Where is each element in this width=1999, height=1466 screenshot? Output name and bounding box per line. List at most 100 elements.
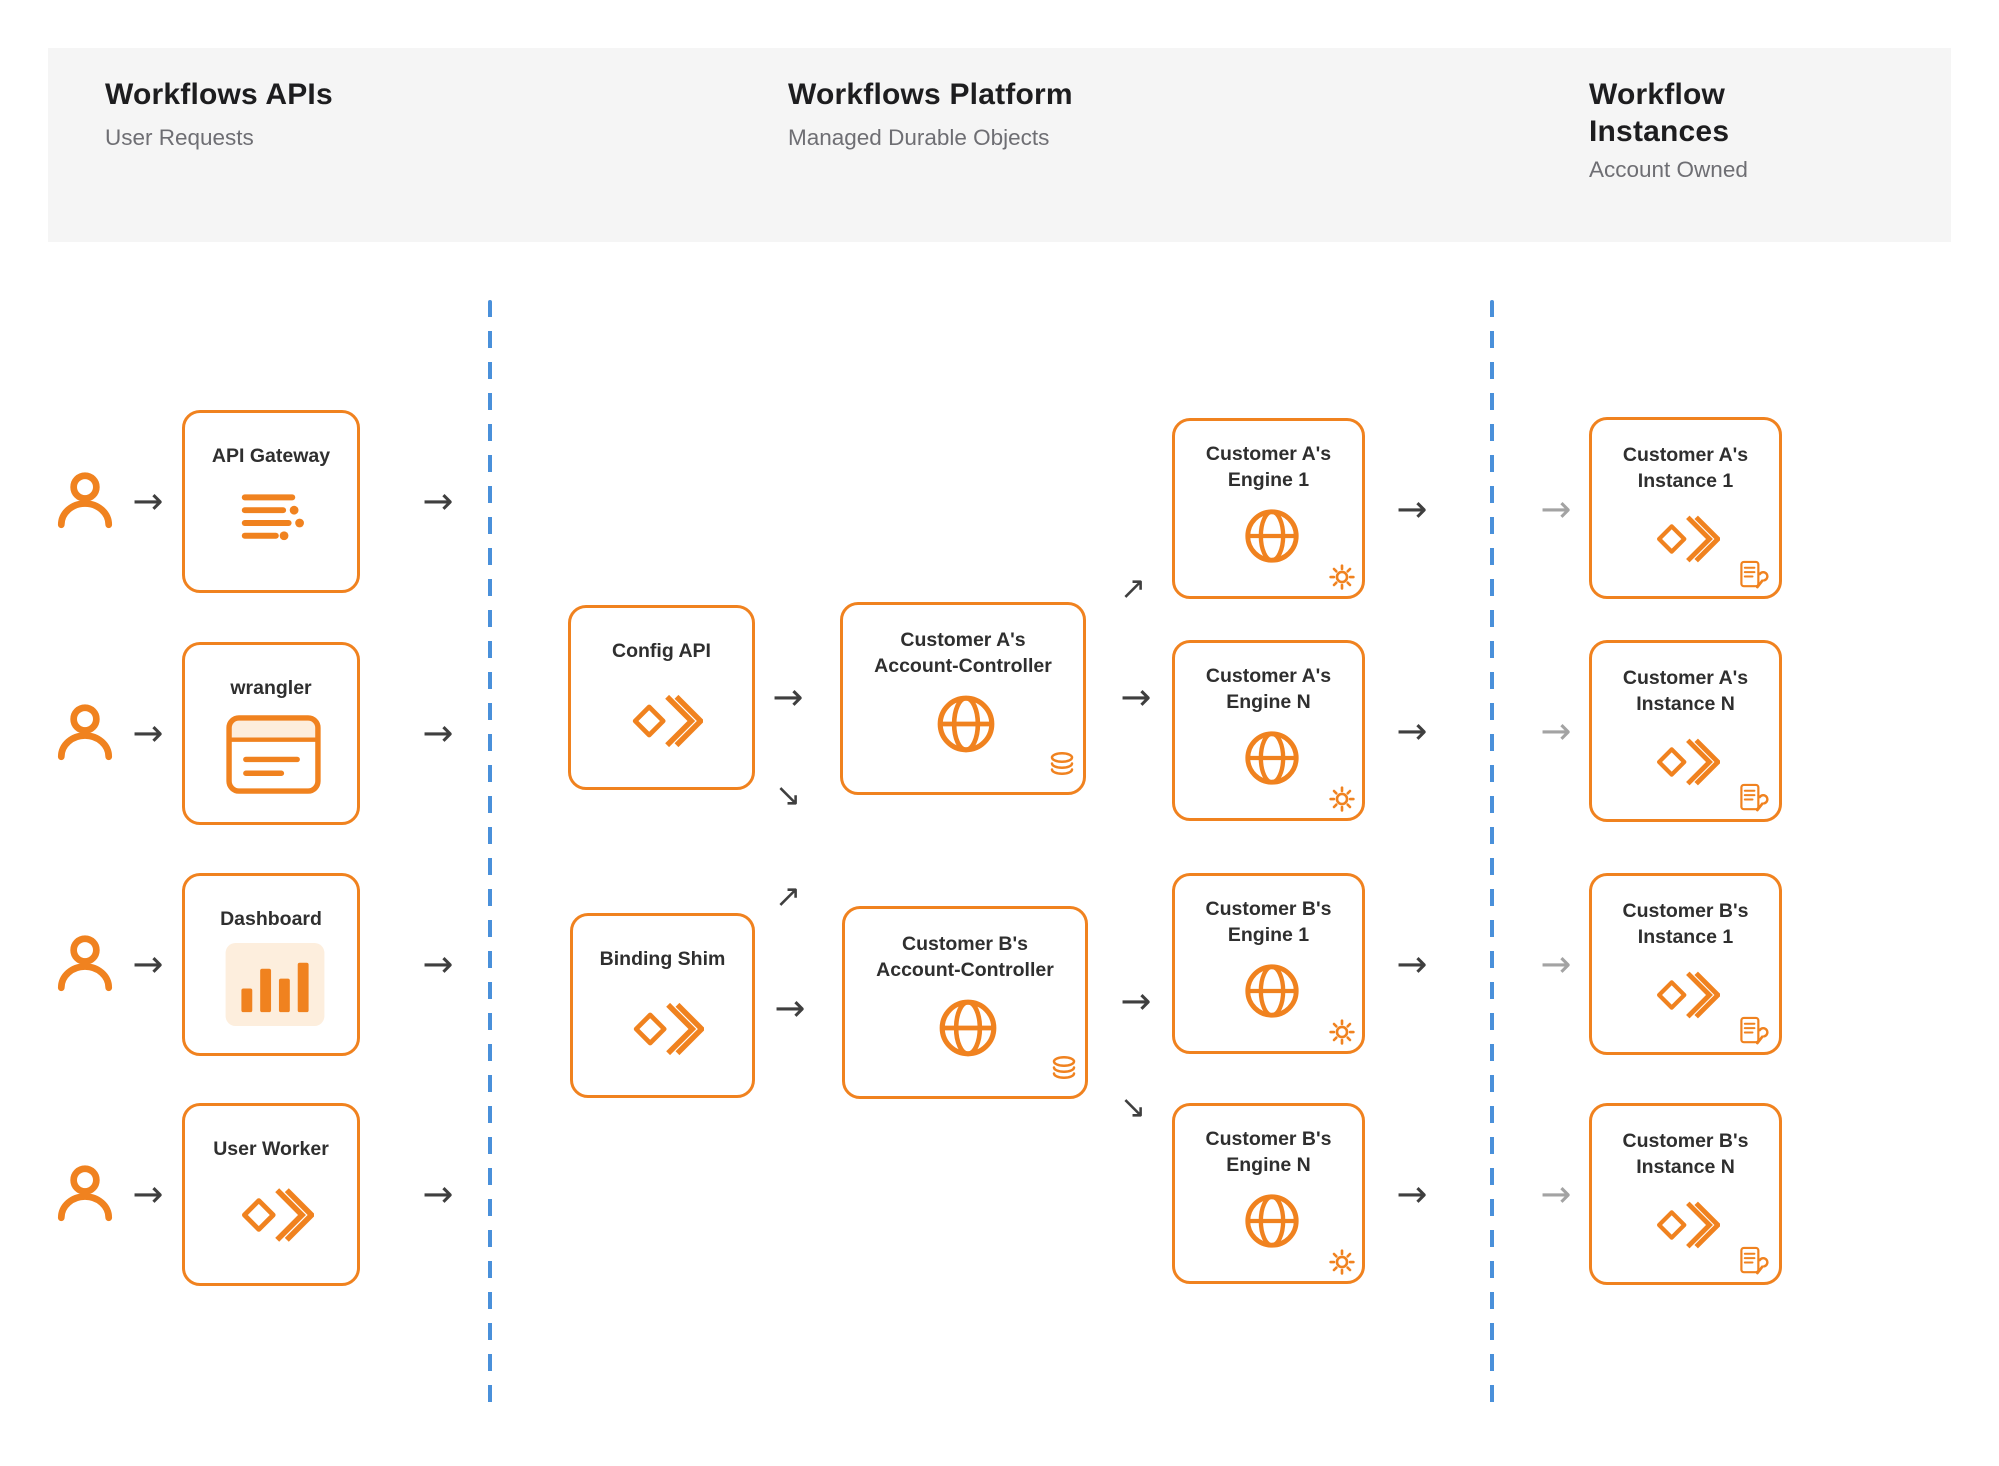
user-worker-box: User Worker — [182, 1103, 360, 1286]
user-icon — [52, 1160, 118, 1228]
doc-wrench-icon — [1738, 560, 1769, 591]
arrow-right-icon: → — [774, 986, 806, 1030]
customer-b-account-controller-box: Customer B's Account-Controller — [842, 906, 1088, 1099]
arrow-right-icon: → — [422, 711, 454, 755]
arrow-down-right-icon: ↘ — [775, 777, 801, 814]
arrow-right-icon: → — [132, 479, 164, 523]
label-line-2: Engine N — [1226, 1154, 1311, 1176]
label-line-2: Instance N — [1636, 1156, 1735, 1178]
user-icon — [52, 699, 118, 767]
user-icon — [52, 467, 118, 535]
label-line-1: Customer A's — [1205, 665, 1332, 687]
gear-icon — [1328, 1248, 1356, 1276]
workers-logo-icon — [1650, 960, 1720, 1030]
arrow-right-gray-icon: → — [1540, 709, 1572, 753]
label-line-1: Customer A's — [900, 629, 1026, 651]
arrow-right-icon: → — [132, 1172, 164, 1216]
column-divider-right — [1490, 300, 1494, 1406]
column-title: Workflows APIs — [105, 78, 333, 111]
node-label: User Worker — [213, 1138, 329, 1160]
node-label: API Gateway — [211, 445, 331, 467]
header-column-workflow-instances: Workflow Instances Account Owned — [1589, 76, 1804, 183]
arrow-right-icon: → — [422, 479, 454, 523]
header-column-workflows-platform: Workflows Platform Managed Durable Objec… — [788, 76, 1073, 151]
label-line-2: Instance 1 — [1637, 926, 1734, 948]
arrow-right-icon: → — [422, 1172, 454, 1216]
customer-b-engine-n-box: Customer B's Engine N — [1172, 1103, 1365, 1284]
label-line-1: Customer B's — [1205, 1128, 1332, 1150]
user-icon — [52, 930, 118, 998]
binding-shim-box: Binding Shim — [570, 913, 755, 1098]
wrangler-box: wrangler — [182, 642, 360, 825]
label-line-2: Account-Controller — [876, 959, 1054, 981]
node-label: Customer A's Instance N — [1592, 665, 1779, 717]
globe-icon — [935, 995, 1001, 1061]
arrow-right-gray-icon: → — [1540, 487, 1572, 531]
doc-wrench-icon — [1738, 1246, 1769, 1277]
node-label: Dashboard — [220, 908, 322, 930]
arrow-up-right-icon: ↗ — [775, 878, 801, 915]
globe-icon — [1241, 1190, 1303, 1252]
column-title: Workflows Platform — [788, 78, 1073, 111]
label-line-2: Instance 1 — [1637, 470, 1734, 492]
customer-a-instance-n-box: Customer A's Instance N — [1589, 640, 1782, 822]
globe-icon — [1241, 727, 1303, 789]
label-line-1: Customer A's — [1622, 444, 1749, 466]
globe-icon — [933, 691, 999, 757]
arrow-right-icon: → — [1396, 942, 1428, 986]
arrow-right-icon: → — [1120, 675, 1152, 719]
header-column-workflows-apis: Workflows APIs User Requests — [105, 76, 333, 151]
node-label: Customer A's Instance 1 — [1592, 442, 1779, 494]
arrow-right-gray-icon: → — [1540, 942, 1572, 986]
column-divider-left — [488, 300, 492, 1406]
customer-b-instance-1-box: Customer B's Instance 1 — [1589, 873, 1782, 1055]
customer-b-instance-n-box: Customer B's Instance N — [1589, 1103, 1782, 1285]
arrow-right-icon: → — [1396, 487, 1428, 531]
workers-logo-icon — [1650, 504, 1720, 574]
gear-icon — [1328, 785, 1356, 813]
node-label: Customer B's Engine 1 — [1175, 896, 1362, 948]
workers-logo-icon — [625, 682, 703, 760]
node-label: Customer B's Instance 1 — [1592, 898, 1779, 950]
node-label: Customer A's Account-Controller — [843, 627, 1083, 679]
customer-b-engine-1-box: Customer B's Engine 1 — [1172, 873, 1365, 1054]
customer-a-account-controller-box: Customer A's Account-Controller — [840, 602, 1086, 795]
arrow-right-icon: → — [772, 675, 804, 719]
label-line-1: Customer A's — [1622, 667, 1749, 689]
node-label: Config API — [612, 640, 711, 662]
arrow-right-icon: → — [132, 942, 164, 986]
workers-logo-icon — [234, 1175, 314, 1255]
terminal-window-icon — [226, 715, 321, 794]
database-icon — [1045, 749, 1079, 781]
node-label: wrangler — [230, 677, 312, 699]
dashboard-box: Dashboard — [182, 873, 360, 1056]
workers-logo-icon — [1650, 1190, 1720, 1260]
label-line-2: Account-Controller — [874, 655, 1052, 677]
label-line-1: Customer B's — [1622, 900, 1749, 922]
database-icon — [1047, 1053, 1081, 1085]
label-line-1: Customer B's — [1205, 898, 1332, 920]
arrow-right-icon: → — [1396, 709, 1428, 753]
node-label: Binding Shim — [599, 948, 726, 970]
node-label: Customer A's Engine 1 — [1175, 441, 1362, 493]
arrow-right-icon: → — [1396, 1172, 1428, 1216]
node-label: Customer B's Instance N — [1592, 1128, 1779, 1180]
column-subtitle: Managed Durable Objects — [788, 125, 1050, 150]
arrow-right-gray-icon: → — [1540, 1172, 1572, 1216]
gear-icon — [1328, 563, 1356, 591]
workers-logo-icon — [626, 990, 704, 1068]
label-line-2: Engine N — [1226, 691, 1311, 713]
label-line-2: Instance N — [1636, 693, 1735, 715]
api-gateway-box: API Gateway — [182, 410, 360, 593]
node-label: Customer A's Engine N — [1175, 663, 1362, 715]
label-line-2: Engine 1 — [1227, 469, 1310, 491]
api-list-icon — [241, 491, 307, 544]
arrow-right-icon: → — [1120, 979, 1152, 1023]
customer-a-engine-1-box: Customer A's Engine 1 — [1172, 418, 1365, 599]
arrow-up-right-icon: ↗ — [1120, 570, 1146, 607]
column-subtitle: User Requests — [105, 125, 254, 150]
label-line-1: Customer A's — [1205, 443, 1332, 465]
config-api-box: Config API — [568, 605, 755, 790]
label-line-2: Engine 1 — [1227, 924, 1310, 946]
